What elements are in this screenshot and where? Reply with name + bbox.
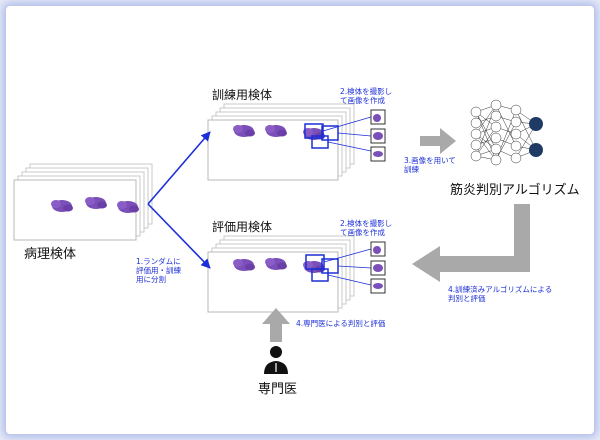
training-specimen-label: 訓練用検体	[212, 88, 273, 102]
training-slide-stack	[207, 103, 355, 181]
doctor-arrow	[262, 308, 290, 342]
algorithm-label: 筋炎判別アルゴリズム	[450, 183, 580, 198]
split-arrow-training	[147, 131, 211, 205]
evaluation-arrow	[412, 204, 530, 282]
neural-network-icon	[470, 99, 543, 166]
doctor-icon	[264, 346, 288, 374]
step4-algorithm-note: 4.訓練済みアルゴリズムによる 判別と評価	[448, 285, 553, 303]
step3-note: 3.画像を用いて 訓練	[404, 156, 456, 174]
step4-doctor-note: 4.専門医による判別と評価	[296, 319, 386, 328]
training-image-patches	[322, 109, 386, 162]
split-arrow-evaluation	[147, 203, 211, 269]
step2-note-training: 2.検体を撮影し て画像を作成	[340, 87, 393, 105]
evaluation-specimen-label: 評価用検体	[212, 220, 273, 234]
step2-note-evaluation: 2.検体を撮影し て画像を作成	[340, 219, 393, 237]
step1-note: 1.ランダムに 評価用・訓練 用に分割	[136, 257, 181, 284]
evaluation-slide-stack	[207, 235, 355, 313]
pathology-slide-stack	[13, 163, 153, 241]
pathology-specimen-label: 病理検体	[24, 247, 77, 262]
training-arrow	[420, 128, 456, 154]
evaluation-image-patches	[323, 241, 386, 294]
specialist-label: 専門医	[258, 382, 298, 397]
